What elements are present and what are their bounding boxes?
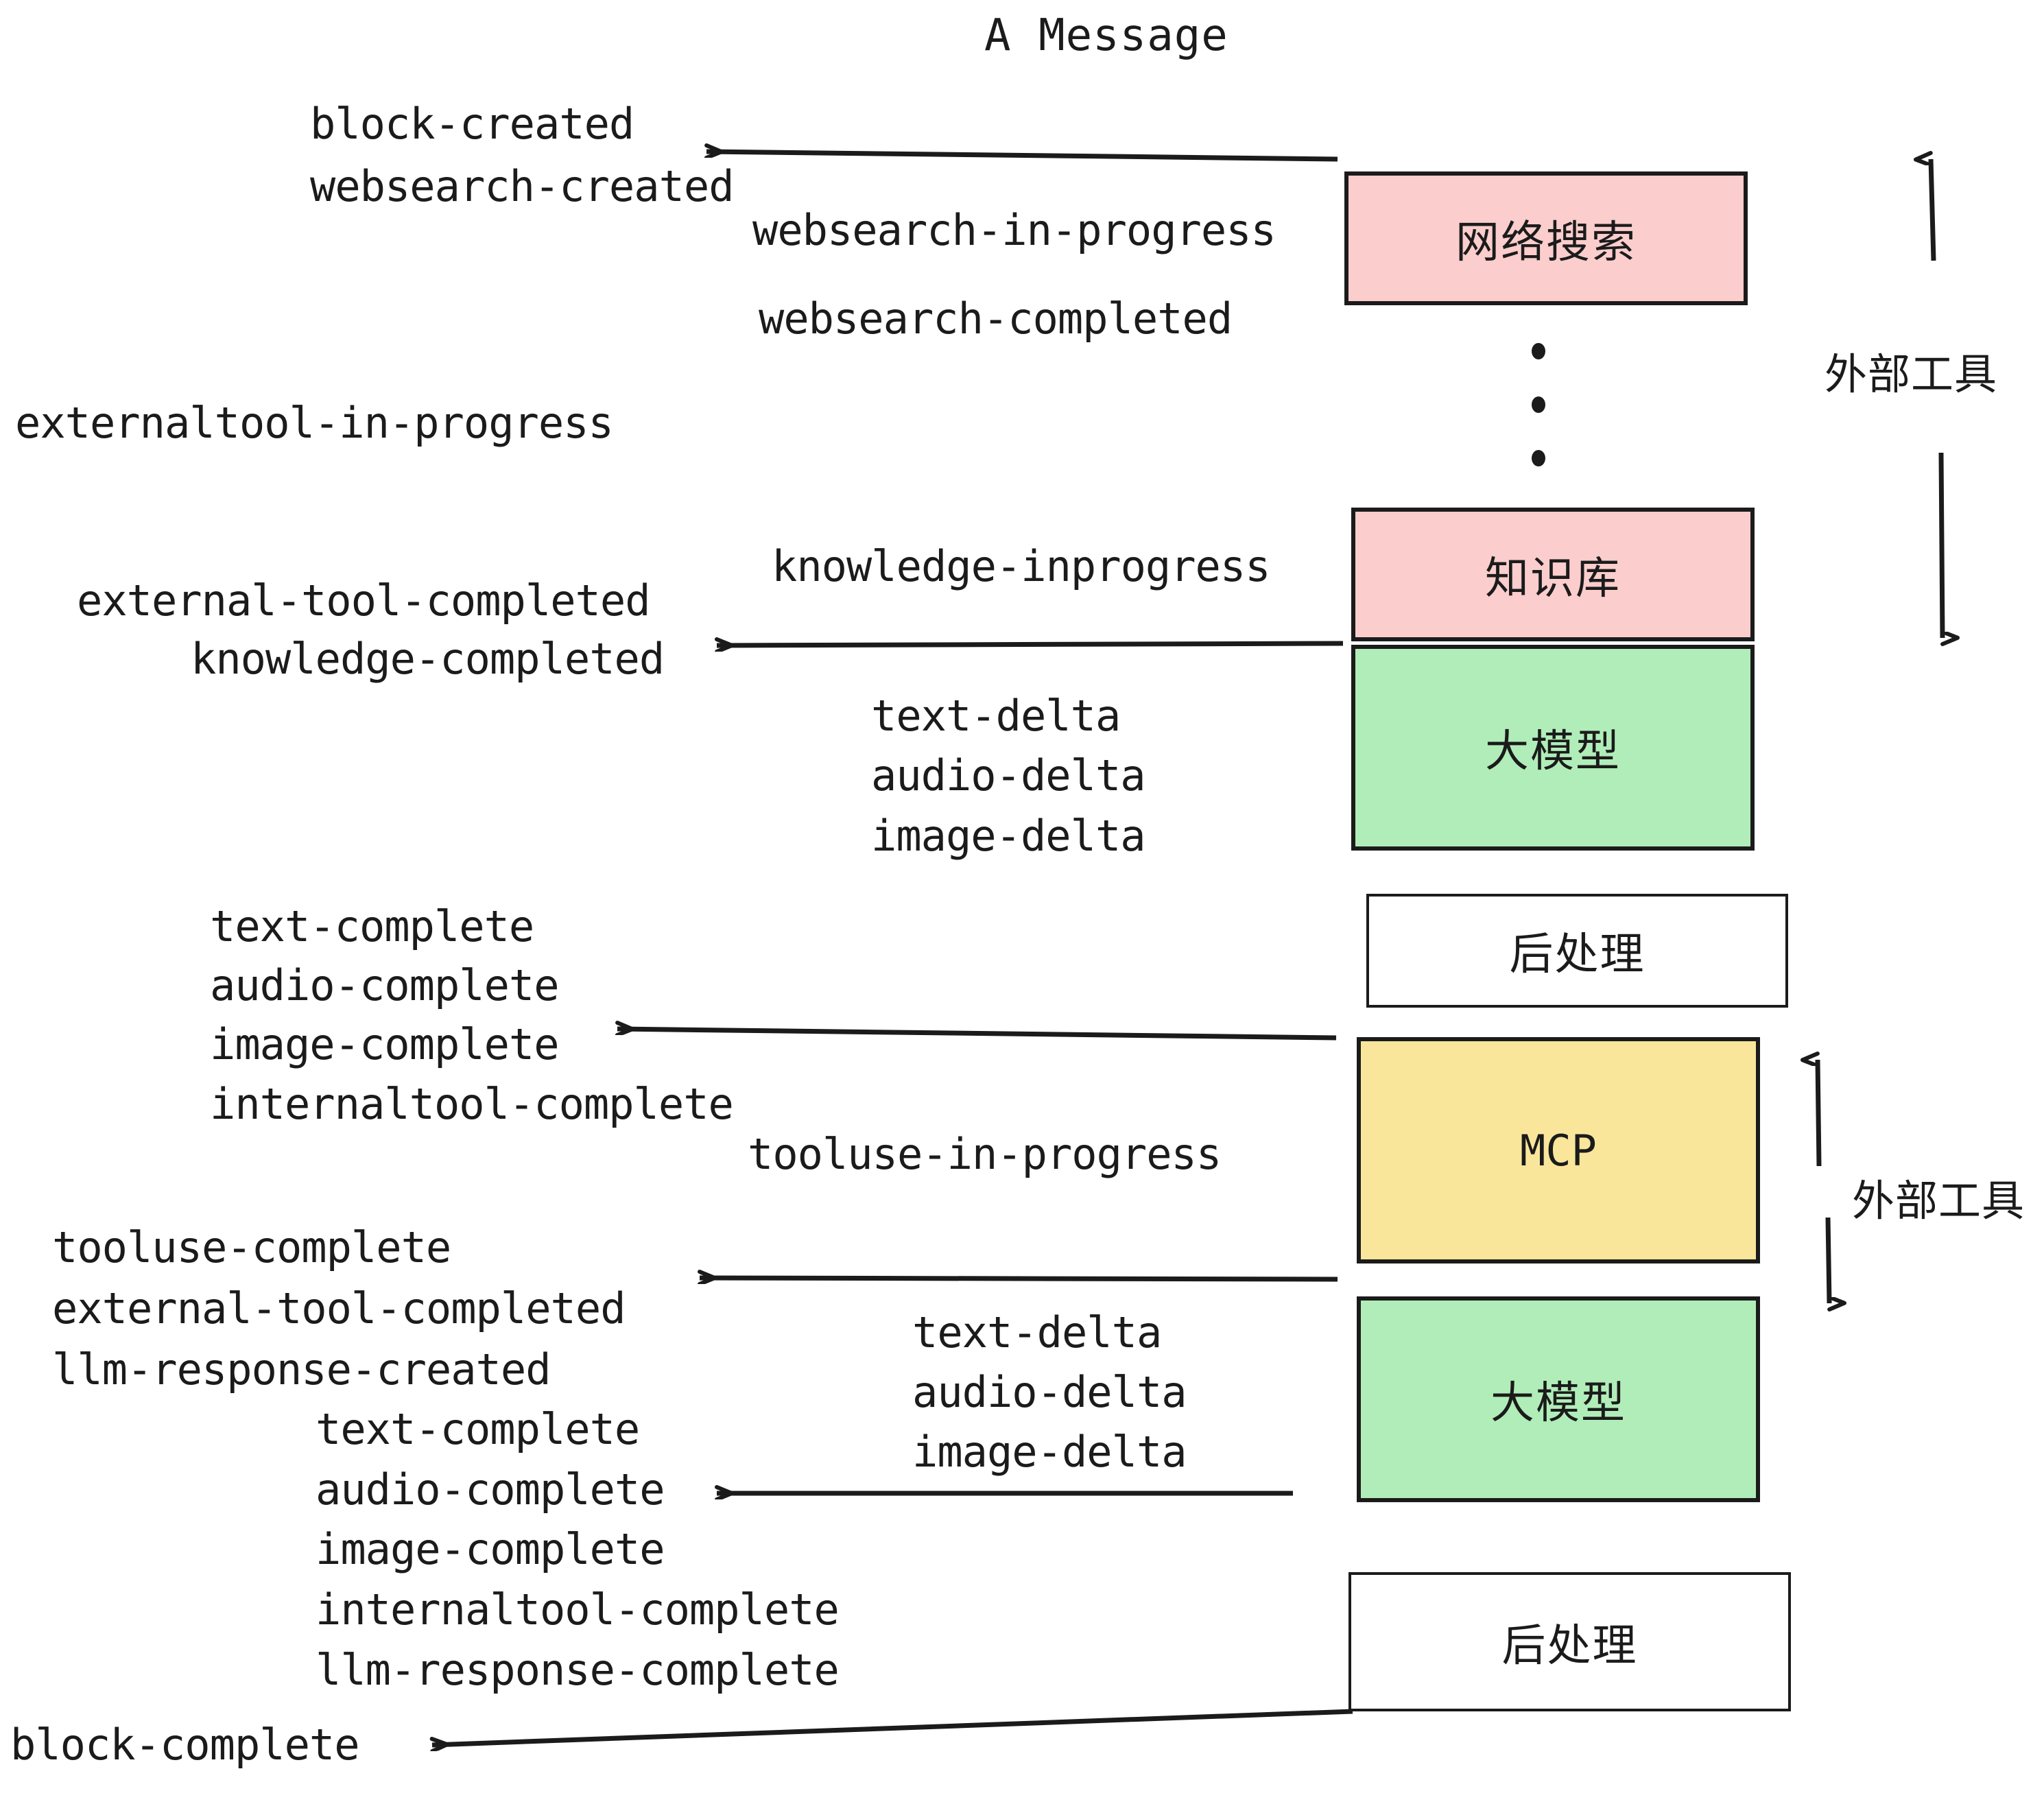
event-audio-complete-1: audio-complete — [210, 960, 560, 1010]
box-llm-lower[interactable]: 大模型 — [1357, 1296, 1760, 1502]
arrow-postprocess-to-block-complete — [432, 1709, 1353, 1745]
box-postprocess-lower-label: 后处理 — [1501, 1620, 1638, 1672]
diagram-title: A Message — [984, 10, 1228, 61]
event-text-complete-2: text-complete — [316, 1404, 640, 1454]
arrow-external-tool-upper-down — [1938, 452, 1942, 638]
event-image-complete-1: image-complete — [210, 1019, 560, 1069]
box-mcp[interactable]: MCP — [1357, 1037, 1760, 1263]
event-tooluse-complete: tooluse-complete — [52, 1222, 451, 1272]
arrow-knowledge-to-completed — [717, 643, 1344, 645]
event-internaltool-complete-2: internaltool-complete — [316, 1585, 840, 1635]
arrow-mcp-to-tooluse-complete — [700, 1278, 1338, 1279]
event-audio-complete-2: audio-complete — [316, 1464, 665, 1515]
event-text-delta-2: text-delta — [912, 1307, 1162, 1357]
event-websearch-created: websearch-created — [310, 161, 735, 211]
box-knowledge-label: 知识库 — [1485, 553, 1621, 604]
box-websearch-label: 网络搜索 — [1455, 217, 1637, 268]
arrow-external-tool-upper-up — [1931, 159, 1936, 261]
arrow-external-tool-lower-down — [1825, 1217, 1829, 1303]
event-image-complete-2: image-complete — [316, 1524, 665, 1574]
box-websearch[interactable]: 网络搜索 — [1344, 171, 1748, 305]
event-external-tool-completed-2: external-tool-completed — [52, 1283, 626, 1333]
box-llm-lower-label: 大模型 — [1490, 1378, 1626, 1429]
event-block-created: block-created — [310, 99, 634, 149]
event-text-complete-1: text-complete — [210, 901, 534, 951]
event-websearch-in-progress: websearch-in-progress — [752, 205, 1276, 255]
event-websearch-completed: websearch-completed — [759, 294, 1233, 344]
arrow-external-tool-lower-up — [1818, 1060, 1822, 1167]
event-tooluse-in-progress: tooluse-in-progress — [748, 1129, 1222, 1179]
event-llm-response-complete: llm-response-complete — [316, 1645, 840, 1695]
box-mcp-label: MCP — [1520, 1125, 1597, 1176]
event-externaltool-in-progress: externaltool-in-progress — [15, 398, 614, 448]
event-audio-delta-1: audio-delta — [871, 750, 1146, 800]
box-postprocess-upper[interactable]: 后处理 — [1366, 894, 1788, 1008]
box-knowledge[interactable]: 知识库 — [1351, 508, 1755, 641]
event-external-tool-completed-1: external-tool-completed — [77, 575, 651, 626]
event-audio-delta-2: audio-delta — [912, 1367, 1187, 1417]
box-llm-upper-label: 大模型 — [1485, 726, 1621, 777]
event-internaltool-complete-1: internaltool-complete — [210, 1079, 734, 1129]
box-postprocess-upper-label: 后处理 — [1509, 929, 1645, 980]
label-external-tool-lower: 外部工具 — [1852, 1176, 2025, 1226]
event-knowledge-completed: knowledge-completed — [191, 634, 665, 684]
box-llm-upper[interactable]: 大模型 — [1351, 645, 1755, 851]
vertical-ellipsis-icon — [1531, 343, 1546, 466]
event-knowledge-inprogress: knowledge-inprogress — [772, 541, 1271, 591]
arrow-websearch-to-block-created — [706, 152, 1338, 162]
event-text-delta-1: text-delta — [871, 691, 1121, 741]
arrow-mcp-to-image-complete — [617, 1029, 1337, 1041]
event-image-delta-1: image-delta — [871, 811, 1146, 861]
event-llm-response-created: llm-response-created — [52, 1344, 551, 1394]
box-postprocess-lower[interactable]: 后处理 — [1348, 1572, 1791, 1711]
event-block-complete: block-complete — [10, 1720, 360, 1770]
label-external-tool-upper: 外部工具 — [1825, 349, 1998, 399]
event-image-delta-2: image-delta — [912, 1427, 1187, 1477]
